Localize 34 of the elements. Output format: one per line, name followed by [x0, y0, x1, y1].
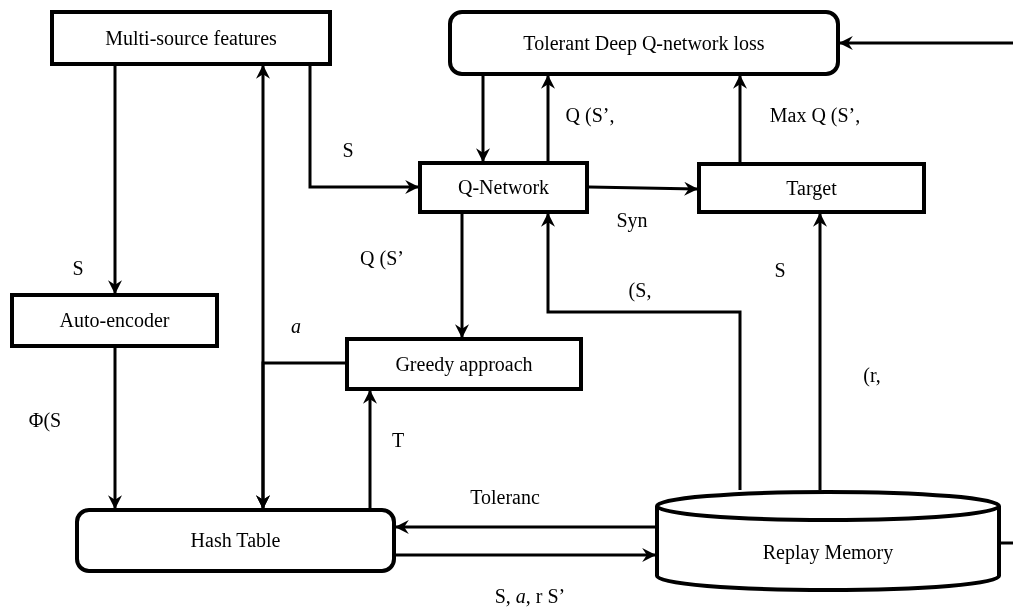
arrow	[813, 212, 827, 490]
rounded-process-box	[75, 508, 396, 573]
edge-label: (S,	[626, 279, 654, 301]
arrow	[476, 76, 490, 163]
arrow	[108, 66, 122, 295]
process-box	[697, 162, 926, 214]
arrow	[541, 74, 555, 161]
node-label: Tolerant Deep Q-network loss	[523, 31, 765, 55]
arrow	[838, 36, 1013, 50]
text-label: (r,	[861, 364, 883, 386]
node-label: Target	[786, 176, 837, 200]
arrow	[541, 212, 742, 490]
rounded-process-box	[448, 10, 840, 76]
arrow	[256, 361, 345, 510]
edge-label: Q (S’,	[563, 104, 617, 126]
node-label: Multi-source features	[105, 26, 277, 50]
arrow	[394, 520, 655, 534]
node-label: Auto-encoder	[59, 309, 170, 332]
database-cylinder	[655, 490, 1001, 592]
node-label: Hash Table	[190, 529, 281, 552]
arrow	[588, 181, 699, 196]
arrow	[733, 74, 747, 162]
process-box	[345, 337, 583, 391]
arrow	[108, 348, 122, 510]
arrow	[308, 66, 420, 194]
node-label: Replay Memory	[762, 540, 894, 564]
process-box	[50, 10, 332, 66]
arrow	[363, 389, 377, 508]
process-box	[418, 161, 589, 214]
node-label: Q-Network	[457, 176, 550, 199]
process-box	[10, 293, 219, 348]
arrow	[396, 548, 657, 562]
node-label: Greedy approach	[395, 352, 533, 376]
arrow	[455, 214, 469, 339]
